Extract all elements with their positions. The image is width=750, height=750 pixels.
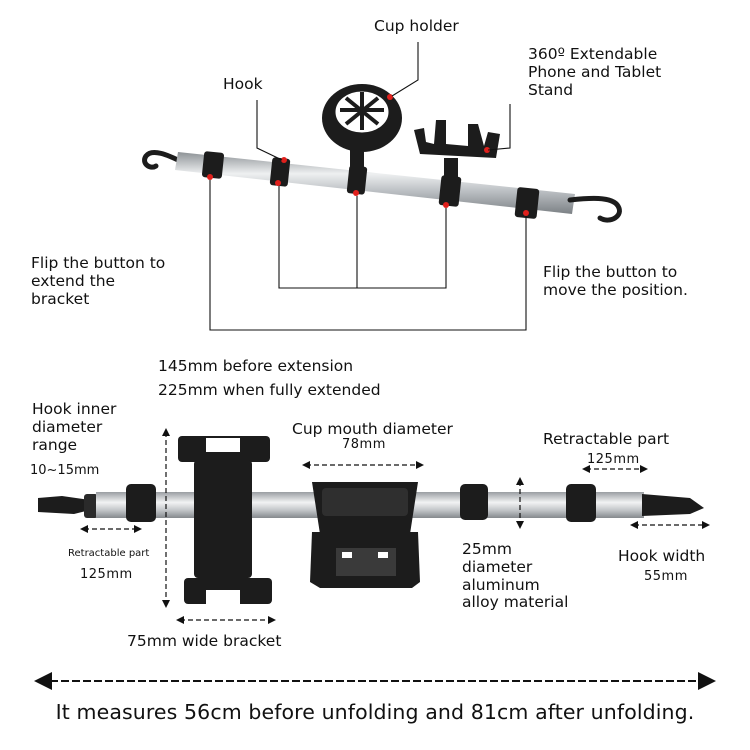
hook-label: Hook [223,75,263,93]
stand-label: 360º Extendable Phone and Tablet Stand [528,45,662,99]
dimension-arrowheads [80,428,710,624]
right-hook-bottom-icon [642,494,704,516]
bottom-bar [38,436,704,604]
top-tube [175,152,575,214]
tube-diameter-line-3: aluminum [462,575,540,594]
right-hook-icon [567,195,622,223]
tablet-bracket [178,436,272,604]
left-hook-bottom-icon [38,496,90,514]
extension-after-label: 225mm when fully extended [158,381,381,399]
tube-diameter-line-4: alloy material [462,593,569,612]
tube-diameter-line-2: diameter [462,557,533,576]
top-leader-lines [209,42,527,331]
flip-extend-line-3: bracket [31,289,90,308]
flip-move-label: Flip the button to move the position. [543,263,688,300]
retractable-right-value: 125mm [587,452,640,467]
flip-extend-label: Flip the button to extend the bracket [31,254,166,308]
retractable-left-label: Retractable part [68,548,150,559]
stand-label-line-3: Stand [528,80,574,99]
top-bar [142,84,622,223]
hook-range-value: 10~15mm [30,463,100,478]
cup-holder [310,482,420,588]
cup-mouth-value: 78mm [342,437,386,452]
hook-width-label: Hook width [618,547,706,565]
flip-move-line-2: move the position. [543,280,688,299]
tube-diameter-line-1: 25mm [462,540,512,558]
hook-inner-line-1: Hook inner [32,400,117,418]
flip-extend-line-1: Flip the button to [31,254,166,272]
hook-inner-line-3: range [32,435,78,454]
retractable-left-value: 125mm [80,567,133,582]
retractable-right-label: Retractable part [543,430,670,448]
flip-move-line-1: Flip the button to [543,263,678,281]
bracket-width-label: 75mm wide bracket [127,632,282,650]
overall-measure-caption: It measures 56cm before unfolding and 81… [55,700,695,724]
stand-label-line-1: 360º Extendable [528,45,658,63]
flip-extend-line-2: extend the [31,271,116,290]
extension-before-label: 145mm before extension [158,357,354,375]
hook-width-value: 55mm [644,569,688,584]
left-hook-icon [142,150,185,170]
marker-dots [207,94,529,216]
cup-holder-top [322,84,402,173]
hook-inner-line-2: diameter [32,417,103,436]
overall-length-line [34,672,716,690]
cup-mouth-label: Cup mouth diameter [292,420,453,438]
cup-holder-label: Cup holder [374,17,459,35]
tube-diameter-label: 25mm diameter aluminum alloy material [462,540,569,612]
hook-inner-label: Hook inner diameter range [32,400,117,454]
dimension-lines [84,432,706,621]
phone-stand-top [414,120,500,184]
stand-label-line-2: Phone and Tablet [528,62,662,81]
